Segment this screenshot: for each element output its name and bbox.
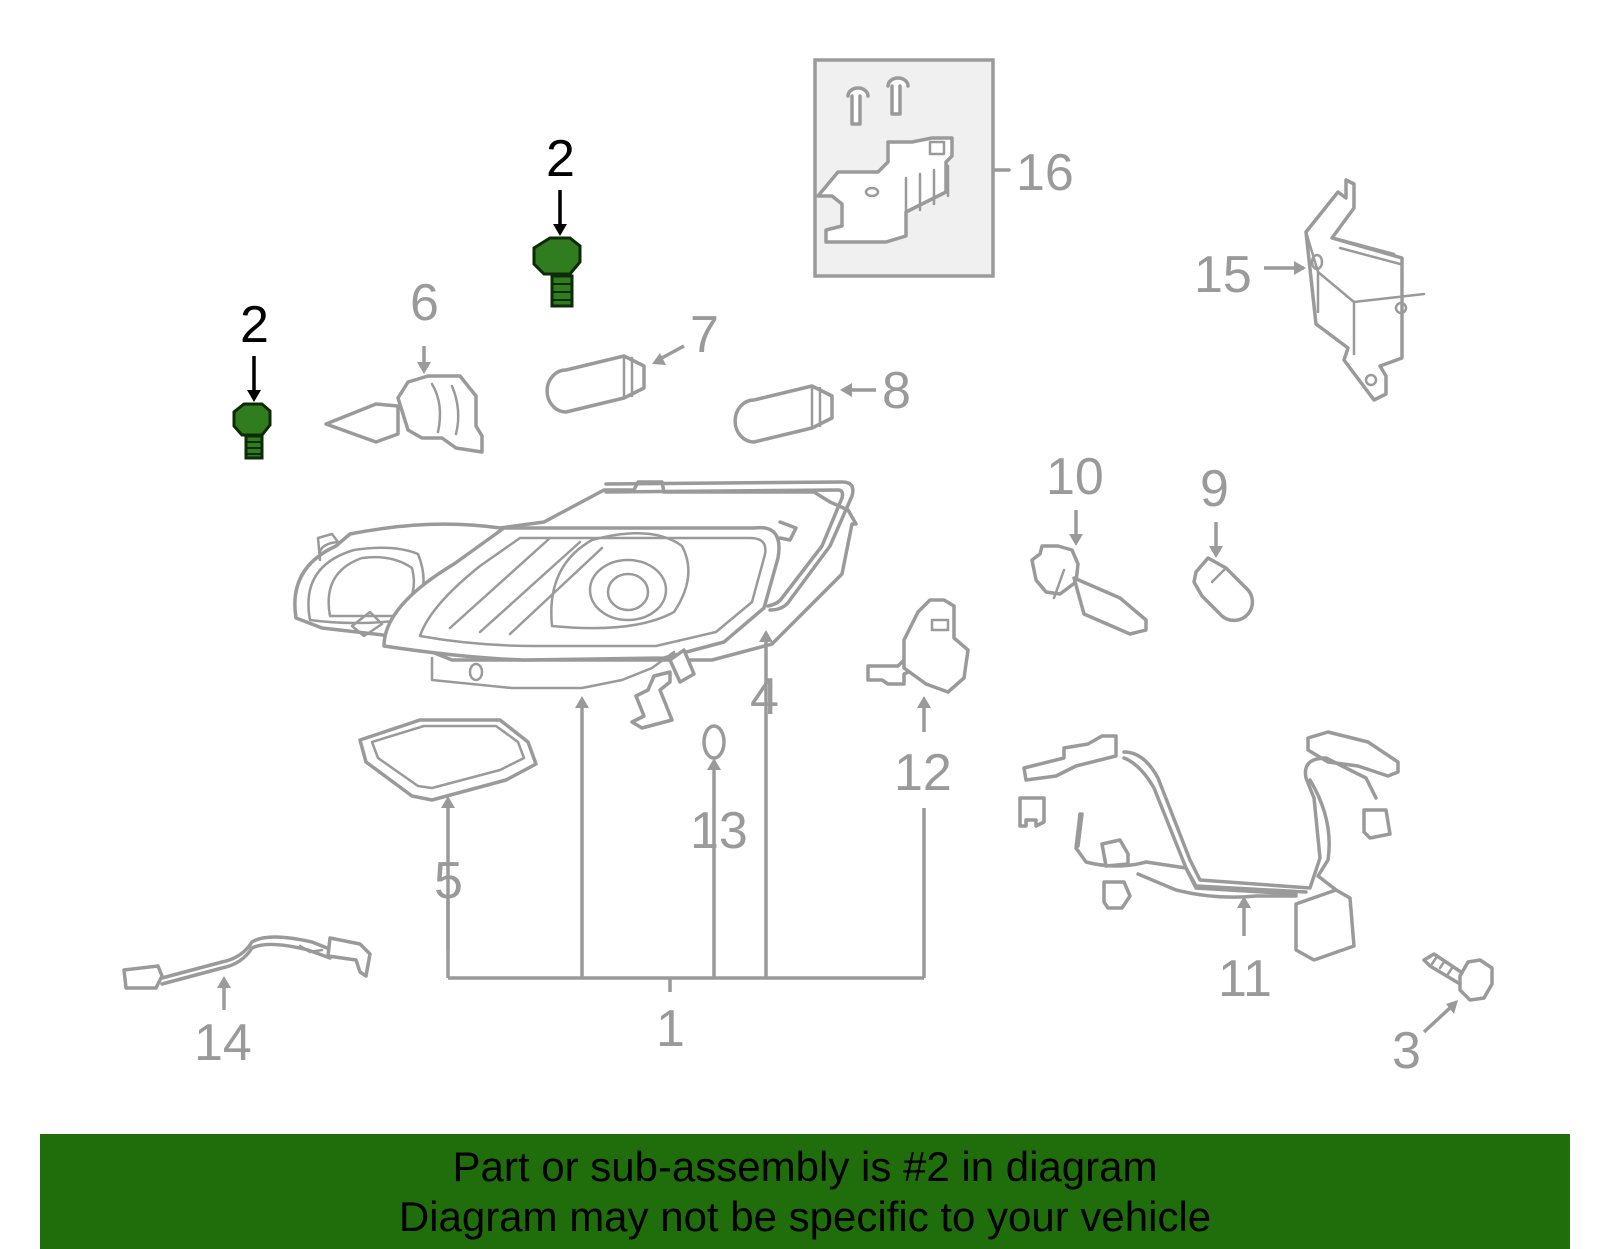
- callout-7[interactable]: 7: [690, 306, 719, 364]
- callout-4[interactable]: 4: [750, 668, 779, 726]
- part-16-bracket-kit[interactable]: [813, 58, 1011, 278]
- part-15-control-module[interactable]: [1304, 178, 1426, 402]
- callout-15[interactable]: 15: [1194, 246, 1252, 304]
- part-13-o-ring[interactable]: [702, 724, 726, 760]
- callout-8[interactable]: 8: [882, 362, 911, 420]
- callout-16[interactable]: 16: [1016, 144, 1074, 202]
- callout-10[interactable]: 10: [1046, 448, 1104, 506]
- callout-11[interactable]: 11: [1218, 950, 1272, 1008]
- callout-12[interactable]: 12: [894, 744, 952, 802]
- banner-line-disclaimer: Diagram may not be specific to your vehi…: [398, 1192, 1212, 1240]
- part-5-gasket[interactable]: [358, 718, 538, 802]
- part-12-bulb-socket[interactable]: [866, 598, 970, 694]
- part-2-bolt-upper[interactable]: [532, 236, 582, 308]
- callout-2-upper[interactable]: 2: [546, 130, 575, 188]
- callout-3[interactable]: 3: [1392, 1022, 1421, 1080]
- banner-line-part-info: Part or sub-assembly is #2 in diagram: [452, 1142, 1158, 1190]
- part-10-bulb[interactable]: [1030, 544, 1148, 636]
- part-9-bulb[interactable]: [1192, 556, 1255, 623]
- part-7-bulb[interactable]: [545, 354, 646, 414]
- part-11-wiring-harness[interactable]: [1018, 730, 1400, 962]
- callout-2-lower[interactable]: 2: [240, 296, 269, 354]
- parts-diagram: 1 2 2 3 4 5 6 7 8 9 10 11 12 13 14 15 16: [122, 58, 1494, 1080]
- part-4-seal-strip[interactable]: [604, 480, 855, 612]
- part-6-headlamp-bulb[interactable]: [324, 374, 484, 454]
- callout-9[interactable]: 9: [1200, 460, 1229, 518]
- leader-lines-part-1: [441, 630, 926, 992]
- part-1-headlamp-assembly[interactable]: [293, 480, 858, 730]
- callout-6[interactable]: 6: [410, 274, 439, 332]
- info-banner: Part or sub-assembly is #2 in diagram Di…: [40, 1134, 1570, 1249]
- callout-14[interactable]: 14: [194, 1014, 252, 1072]
- callout-1[interactable]: 1: [656, 1000, 685, 1058]
- part-14-harness-pigtail[interactable]: [122, 935, 372, 990]
- callout-13[interactable]: 13: [690, 802, 748, 860]
- part-3-bolt[interactable]: [1422, 952, 1494, 1002]
- part-2-bolt-lower[interactable]: [232, 402, 272, 460]
- callout-5[interactable]: 5: [434, 852, 463, 910]
- part-8-bulb[interactable]: [733, 384, 834, 444]
